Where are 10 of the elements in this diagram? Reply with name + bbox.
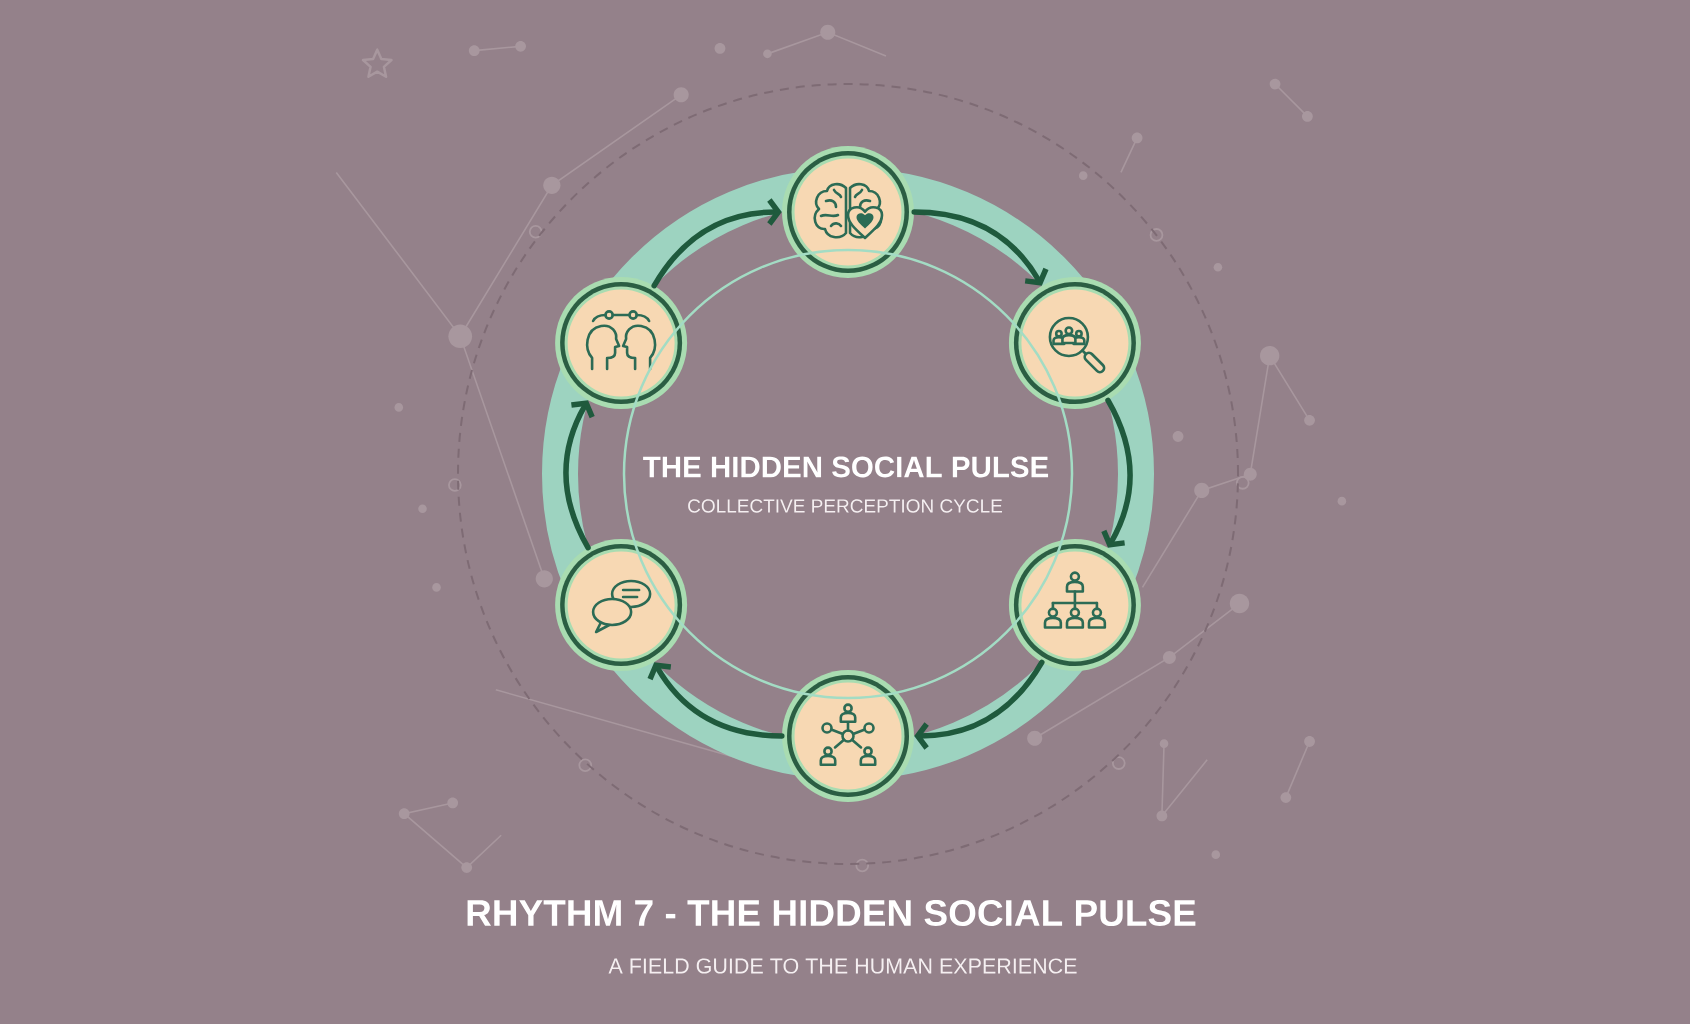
cycle-heading: THE HIDDEN SOCIAL PULSE: [643, 456, 1049, 478]
arrow: [651, 198, 782, 289]
cycle-subheading: COLLECTIVE PERCEPTION CYCLE: [688, 499, 1002, 513]
arrow: [911, 209, 1049, 286]
title: RHYTHM 7 - THE HIDDEN SOCIAL PULSE: [467, 899, 1196, 927]
arrow: [914, 659, 1045, 750]
arrow: [563, 400, 595, 551]
subtitle: A FIELD GUIDE TO THE HUMAN EXPERIENCE: [608, 958, 1077, 974]
arrow: [647, 662, 785, 739]
arrow: [1101, 397, 1133, 548]
